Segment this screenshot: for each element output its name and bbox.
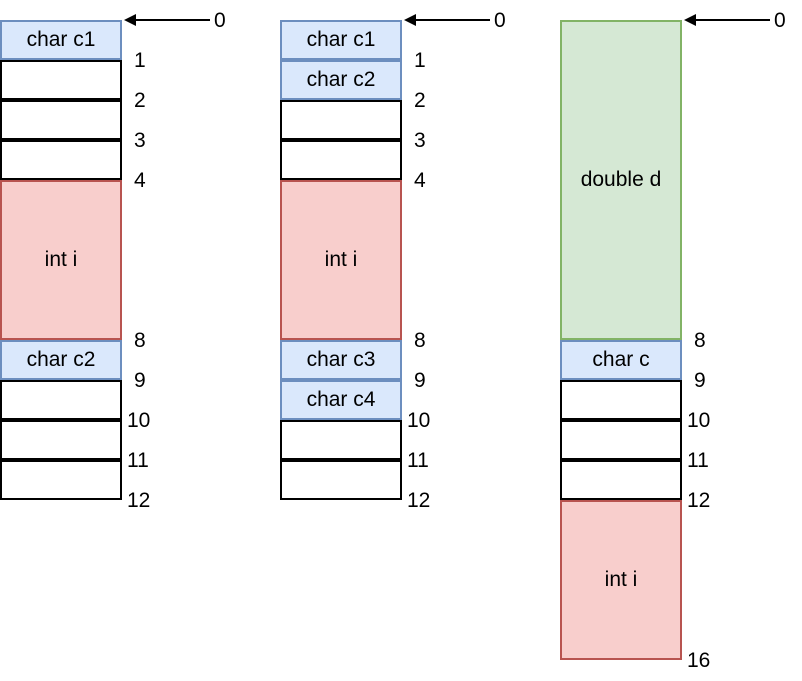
offset-label: 10: [407, 409, 431, 432]
padding-byte: [280, 140, 402, 180]
field-char-c: char c: [560, 340, 682, 380]
padding-byte: [560, 380, 682, 420]
offset-label: 16: [687, 649, 711, 672]
padding-byte: [0, 380, 122, 420]
padding-byte: [280, 100, 402, 140]
field-double-d: double d: [560, 20, 682, 340]
field-int-i: int i: [0, 180, 122, 340]
offset-label: 8: [694, 329, 706, 352]
padding-byte: [0, 420, 122, 460]
start-arrow-icon: [684, 14, 770, 26]
offset-label: 2: [134, 89, 146, 112]
padding-byte: [560, 460, 682, 500]
field-char-c1: char c1: [0, 20, 122, 60]
padding-byte: [0, 100, 122, 140]
field-char-c3: char c3: [280, 340, 402, 380]
padding-byte: [280, 460, 402, 500]
offset-label: 11: [407, 449, 429, 472]
offset-label: 12: [407, 489, 431, 512]
padding-byte: [0, 60, 122, 100]
offset-label: 0: [494, 9, 506, 32]
offset-label: 11: [687, 449, 709, 472]
offset-label: 4: [134, 169, 146, 192]
start-arrow-icon: [124, 14, 210, 26]
offset-label: 1: [134, 49, 146, 72]
offset-label: 8: [134, 329, 146, 352]
field-int-i: int i: [560, 500, 682, 660]
offset-label: 0: [774, 9, 786, 32]
offset-label: 12: [687, 489, 711, 512]
offset-label: 10: [127, 409, 151, 432]
offset-label: 9: [134, 369, 146, 392]
offset-label: 4: [414, 169, 426, 192]
padding-byte: [0, 460, 122, 500]
offset-label: 9: [414, 369, 426, 392]
field-char-c4: char c4: [280, 380, 402, 420]
offset-label: 3: [134, 129, 146, 152]
offset-label: 11: [127, 449, 149, 472]
padding-byte: [560, 420, 682, 460]
offset-label: 9: [694, 369, 706, 392]
field-char-c1: char c1: [280, 20, 402, 60]
offset-label: 2: [414, 89, 426, 112]
offset-label: 3: [414, 129, 426, 152]
padding-byte: [280, 420, 402, 460]
offset-label: 12: [127, 489, 151, 512]
padding-byte: [0, 140, 122, 180]
offset-label: 10: [687, 409, 711, 432]
start-arrow-icon: [404, 14, 490, 26]
offset-label: 1: [414, 49, 426, 72]
field-char-c2: char c2: [280, 60, 402, 100]
offset-label: 0: [214, 9, 226, 32]
field-char-c2: char c2: [0, 340, 122, 380]
field-int-i: int i: [280, 180, 402, 340]
offset-label: 8: [414, 329, 426, 352]
